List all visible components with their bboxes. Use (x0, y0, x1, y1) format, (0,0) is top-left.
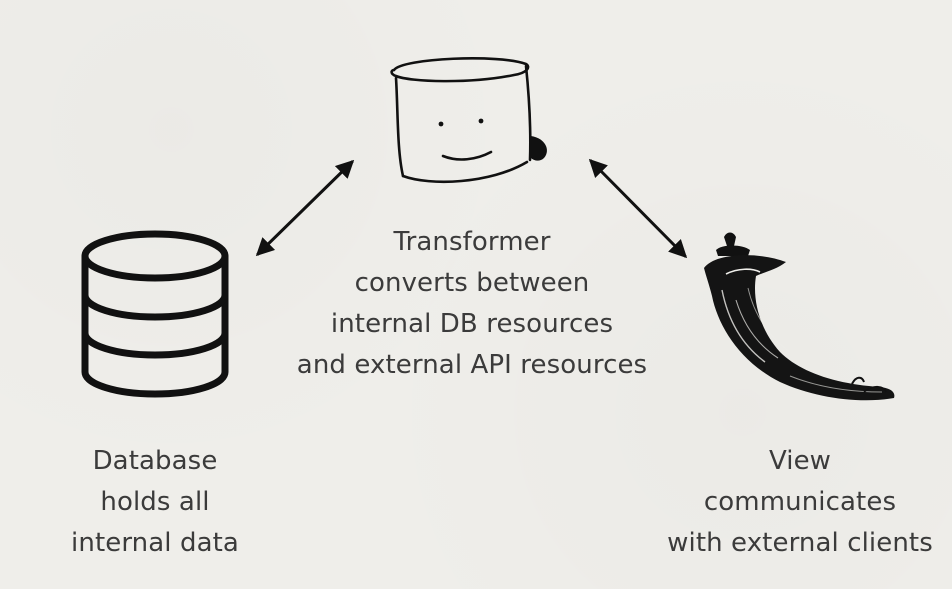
view-caption-line: with external clients (667, 528, 933, 558)
view-caption-line: communicates (703, 487, 897, 517)
database-caption-line: internal data (71, 528, 239, 558)
transformer-caption: Transformer converts between internal DB… (272, 222, 672, 386)
flask-horn-icon (704, 232, 895, 401)
transformer-caption-line: internal DB resources (330, 309, 614, 339)
database-caption-line: Database (92, 446, 218, 476)
arrow-transformer-view (588, 158, 688, 259)
database-caption-line: holds all (100, 487, 210, 517)
transformer-caption-line: and external API resources (296, 350, 648, 380)
view-caption: View communicates with external clients (650, 441, 950, 564)
transformer-caption-line: Transformer (393, 227, 551, 257)
database-caption: Database holds all internal data (30, 441, 280, 564)
transformer-caption-line: converts between (354, 268, 590, 298)
smiling-cylinder-sketch-icon (390, 57, 547, 184)
database-stack-icon (81, 230, 229, 398)
view-caption-line: View (768, 446, 832, 476)
arrow-database-transformer (255, 159, 355, 257)
